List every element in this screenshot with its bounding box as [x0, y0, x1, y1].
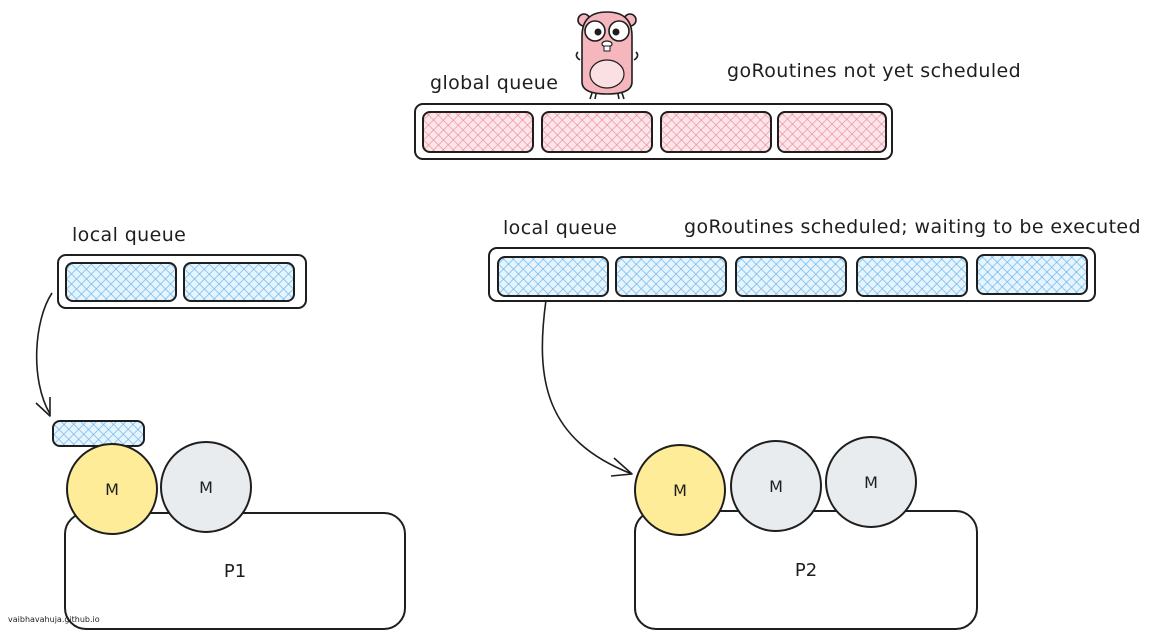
p1-local-goroutine — [65, 262, 177, 302]
p2-machine-idle: M — [730, 440, 822, 532]
p2-processor-label: P2 — [794, 559, 818, 581]
p2-local-queue-label: local queue — [503, 217, 618, 239]
global-goroutine — [422, 111, 534, 153]
p2-local-goroutine — [856, 256, 968, 297]
p2-local-goroutine — [976, 254, 1088, 295]
p2-local-goroutine — [735, 256, 847, 297]
p2-local-goroutine — [615, 256, 727, 297]
p1-local-queue-label: local queue — [72, 224, 187, 246]
p1-local-queue — [57, 254, 307, 309]
p1-machine-idle: M — [160, 441, 252, 533]
p1-dispatch-arrow — [35, 292, 53, 415]
global-goroutine — [777, 111, 887, 153]
machine-label: M — [864, 472, 878, 492]
p1-processor-label: P1 — [223, 560, 247, 582]
p2-arrowhead — [610, 457, 633, 477]
p1-machine-active: M — [66, 443, 158, 535]
gopher-icon — [575, 11, 639, 100]
p2-local-queue — [488, 247, 1096, 302]
machine-label: M — [199, 477, 213, 497]
p1-arrowhead — [35, 397, 51, 417]
global-queue-label: global queue — [430, 72, 559, 94]
watermark: vaibhavahuja.github.io — [8, 615, 100, 624]
p2-machine-idle: M — [825, 436, 917, 528]
p2-local-queue-note: goRoutines scheduled; waiting to be exec… — [684, 216, 1141, 238]
p2-local-goroutine — [497, 256, 609, 297]
global-goroutine — [541, 111, 653, 153]
global-queue-note: goRoutines not yet scheduled — [727, 60, 1022, 82]
p1-local-goroutine — [183, 262, 295, 302]
machine-label: M — [769, 476, 783, 496]
p2-machine-active: M — [634, 444, 726, 536]
machine-label: M — [105, 479, 119, 499]
machine-label: M — [673, 480, 687, 500]
global-queue — [414, 103, 893, 160]
global-goroutine — [660, 111, 772, 153]
p2-dispatch-arrow — [541, 299, 633, 475]
